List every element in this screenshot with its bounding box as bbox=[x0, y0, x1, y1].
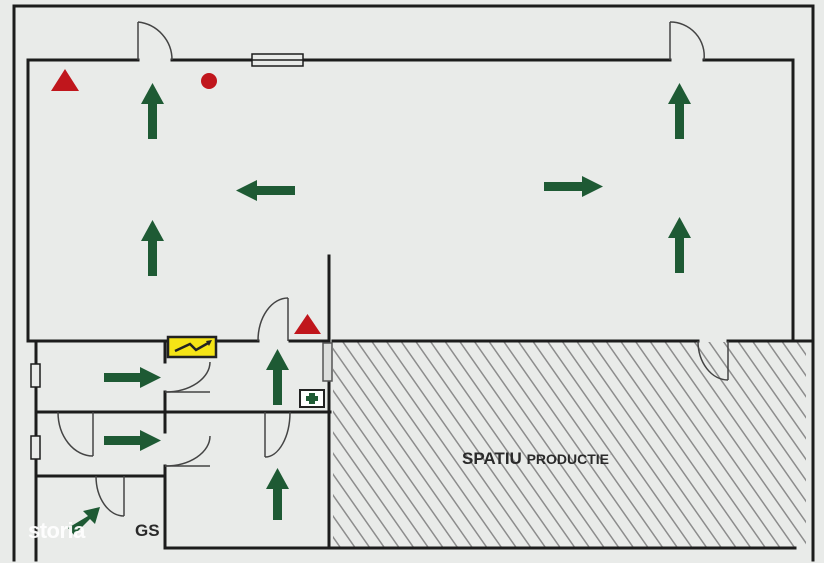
arrow-up-2 bbox=[668, 83, 691, 139]
arrow-right-1 bbox=[544, 176, 603, 197]
windows bbox=[30, 53, 304, 460]
door-corridor bbox=[257, 297, 289, 342]
red-triangle-icon-2 bbox=[294, 314, 321, 334]
arrow-left-1 bbox=[236, 180, 295, 201]
doors bbox=[57, 21, 729, 517]
production-area-label-bold: SPATIU bbox=[462, 449, 522, 468]
production-area-hatch bbox=[333, 342, 806, 548]
arrow-up-3 bbox=[141, 220, 164, 276]
electrical-panel-icon bbox=[166, 335, 218, 359]
arrow-right-3 bbox=[104, 430, 161, 451]
door-room-2 bbox=[164, 435, 211, 467]
walls bbox=[12, 4, 815, 562]
door-room-1 bbox=[164, 361, 211, 393]
watermark-logo: storia bbox=[28, 518, 85, 543]
production-area-label-rest: PRODUCTIE bbox=[526, 451, 610, 467]
door-side-panel bbox=[322, 342, 333, 382]
production-area-label: SPATIU PRODUCTIE bbox=[462, 449, 609, 469]
arrow-up-6 bbox=[266, 468, 289, 520]
arrow-right-2 bbox=[104, 367, 161, 388]
door-room-3 bbox=[57, 411, 94, 457]
red-dot-icon bbox=[201, 73, 217, 89]
door-production bbox=[697, 340, 729, 381]
arrow-up-1 bbox=[141, 83, 164, 139]
arrow-diagonal bbox=[68, 507, 100, 535]
door-room-4 bbox=[264, 411, 291, 458]
door-top-left bbox=[137, 21, 173, 61]
arrow-up-5 bbox=[266, 349, 289, 405]
red-triangle-icon bbox=[51, 69, 79, 91]
evacuation-arrows bbox=[68, 83, 691, 535]
door-top-right bbox=[669, 21, 705, 61]
arrow-up-4 bbox=[668, 217, 691, 273]
window-left-1 bbox=[30, 363, 41, 388]
first-aid-icon bbox=[299, 389, 325, 408]
room-label-gs: GS bbox=[135, 521, 160, 540]
window-left-2 bbox=[30, 435, 41, 460]
door-gs bbox=[95, 475, 125, 517]
